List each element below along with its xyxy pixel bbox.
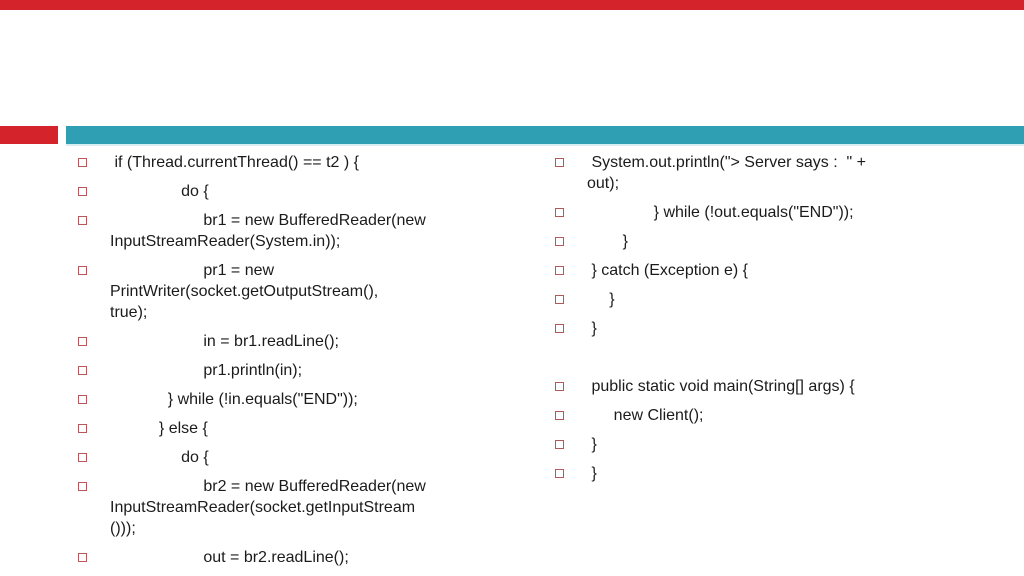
code-text: out = br2.readLine(); xyxy=(110,547,349,568)
code-line: out = br2.readLine(); xyxy=(110,549,349,566)
bullet-item: System.out.println("> Server says : " + o… xyxy=(555,152,866,194)
code-text: new Client(); xyxy=(587,405,704,426)
square-bullet-icon xyxy=(555,411,564,420)
band-bottom-edge xyxy=(66,144,1024,146)
square-bullet-icon xyxy=(78,553,87,562)
square-bullet-icon xyxy=(555,469,564,478)
code-line: if (Thread.currentThread() == t2 ) { xyxy=(110,154,359,171)
bullet-item xyxy=(555,347,866,368)
bullet-item: } else { xyxy=(78,418,426,439)
code-line: InputStreamReader(socket.getInputStream xyxy=(110,499,416,516)
square-bullet-icon xyxy=(78,266,87,275)
code-line: ())); xyxy=(110,520,136,537)
code-text: } while (!out.equals("END")); xyxy=(587,202,854,223)
code-text: do { xyxy=(110,181,209,202)
square-bullet-icon xyxy=(555,382,564,391)
red-accent-block xyxy=(0,126,58,144)
square-bullet-icon xyxy=(78,453,87,462)
code-line: } xyxy=(587,465,597,482)
square-bullet-icon xyxy=(78,366,87,375)
code-text: } xyxy=(587,434,597,455)
code-text: } xyxy=(587,289,615,310)
code-line: } else { xyxy=(110,420,208,437)
code-line: pr1.println(in); xyxy=(110,362,303,379)
code-line: } while (!in.equals("END")); xyxy=(110,391,358,408)
code-line: } catch (Exception e) { xyxy=(587,262,748,279)
code-text: in = br1.readLine(); xyxy=(110,331,339,352)
bullet-item: } while (!out.equals("END")); xyxy=(555,202,866,223)
bullet-item: pr1.println(in); xyxy=(78,360,426,381)
square-bullet-icon xyxy=(555,158,564,167)
code-line: do { xyxy=(110,183,209,200)
code-line: in = br1.readLine(); xyxy=(110,333,339,350)
code-text: pr1.println(in); xyxy=(110,360,302,381)
bullet-item: } catch (Exception e) { xyxy=(555,260,866,281)
code-line: out); xyxy=(587,175,620,192)
square-bullet-icon xyxy=(555,237,564,246)
code-line: } xyxy=(587,436,597,453)
square-bullet-icon xyxy=(555,440,564,449)
square-bullet-icon xyxy=(78,216,87,225)
bullet-item: } while (!in.equals("END")); xyxy=(78,389,426,410)
bullet-item: if (Thread.currentThread() == t2 ) { xyxy=(78,152,426,173)
code-line: } while (!out.equals("END")); xyxy=(587,204,854,221)
code-line: br1 = new BufferedReader(new xyxy=(110,212,426,229)
code-line: System.out.println("> Server says : " + xyxy=(587,154,867,171)
bullet-item: public static void main(String[] args) { xyxy=(555,376,866,397)
code-text: } catch (Exception e) { xyxy=(587,260,748,281)
code-text: } while (!in.equals("END")); xyxy=(110,389,358,410)
square-bullet-icon xyxy=(78,482,87,491)
teal-title-band xyxy=(66,126,1024,144)
code-line: } xyxy=(587,233,628,250)
code-line: PrintWriter(socket.getOutputStream(), xyxy=(110,283,379,300)
code-text: do { xyxy=(110,447,209,468)
bullet-item: new Client(); xyxy=(555,405,866,426)
code-line: br2 = new BufferedReader(new xyxy=(110,478,426,495)
bullet-item: do { xyxy=(78,181,426,202)
square-bullet-icon xyxy=(78,395,87,404)
code-text: System.out.println("> Server says : " + o… xyxy=(587,152,866,194)
code-line: pr1 = new xyxy=(110,262,275,279)
code-text: if (Thread.currentThread() == t2 ) { xyxy=(110,152,359,173)
bullet-item: } xyxy=(555,318,866,339)
code-column-left: if (Thread.currentThread() == t2 ) { do … xyxy=(78,152,426,576)
code-line: new Client(); xyxy=(587,407,704,424)
square-bullet-icon xyxy=(78,424,87,433)
code-line: } xyxy=(587,320,597,337)
bullet-item: in = br1.readLine(); xyxy=(78,331,426,352)
code-text: } xyxy=(587,463,597,484)
code-line: InputStreamReader(System.in)); xyxy=(110,233,341,250)
square-bullet-icon xyxy=(555,266,564,275)
square-bullet-icon xyxy=(555,324,564,333)
square-bullet-icon xyxy=(78,187,87,196)
code-text: } xyxy=(587,318,597,339)
square-bullet-icon xyxy=(78,158,87,167)
code-line: } xyxy=(587,291,615,308)
bullet-item: } xyxy=(555,434,866,455)
code-line: do { xyxy=(110,449,209,466)
square-bullet-icon xyxy=(555,295,564,304)
square-bullet-icon xyxy=(78,337,87,346)
code-line: public static void main(String[] args) { xyxy=(587,378,855,395)
bullet-item: do { xyxy=(78,447,426,468)
bullet-item: } xyxy=(555,463,866,484)
code-text: public static void main(String[] args) { xyxy=(587,376,855,397)
top-red-bar xyxy=(0,0,1024,10)
code-text: } else { xyxy=(110,418,208,439)
bullet-item: } xyxy=(555,289,866,310)
code-column-right: System.out.println("> Server says : " + o… xyxy=(555,152,866,492)
square-bullet-icon xyxy=(555,208,564,217)
code-text: } xyxy=(587,231,628,252)
code-line: true); xyxy=(110,304,148,321)
bullet-item: } xyxy=(555,231,866,252)
bullet-item: out = br2.readLine(); xyxy=(78,547,426,568)
